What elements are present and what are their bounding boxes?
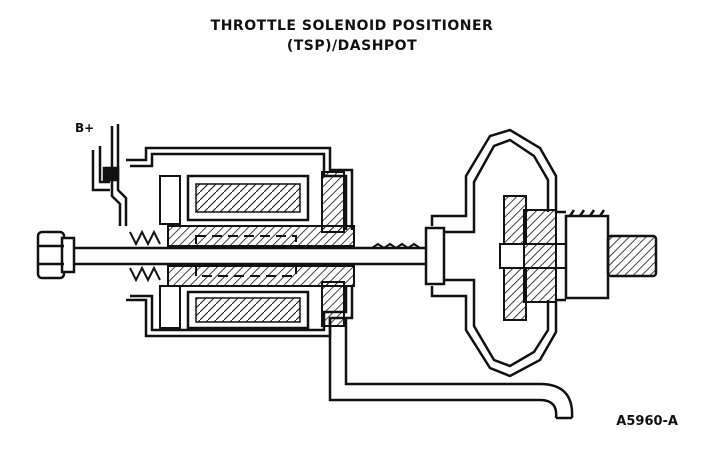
diagram-subtitle: (TSP)/DASHPOT <box>286 38 418 54</box>
diagram-title: THROTTLE SOLENOID POSITIONER <box>210 18 494 34</box>
battery-terminal-label: B+ <box>75 121 95 135</box>
positioner-shaft <box>70 242 430 266</box>
solenoid-coil <box>159 174 310 330</box>
adjusting-nut <box>36 230 76 280</box>
dashpot-threaded-end <box>564 209 658 300</box>
figure-id-label: A5960-A <box>616 414 678 429</box>
plunger-spring <box>129 229 161 283</box>
battery-terminal <box>91 124 128 226</box>
solenoid-plunger <box>167 171 355 327</box>
dashpot-plunger <box>499 195 571 321</box>
dashpot-diaphragm <box>424 128 566 378</box>
mounting-bracket <box>328 318 574 420</box>
